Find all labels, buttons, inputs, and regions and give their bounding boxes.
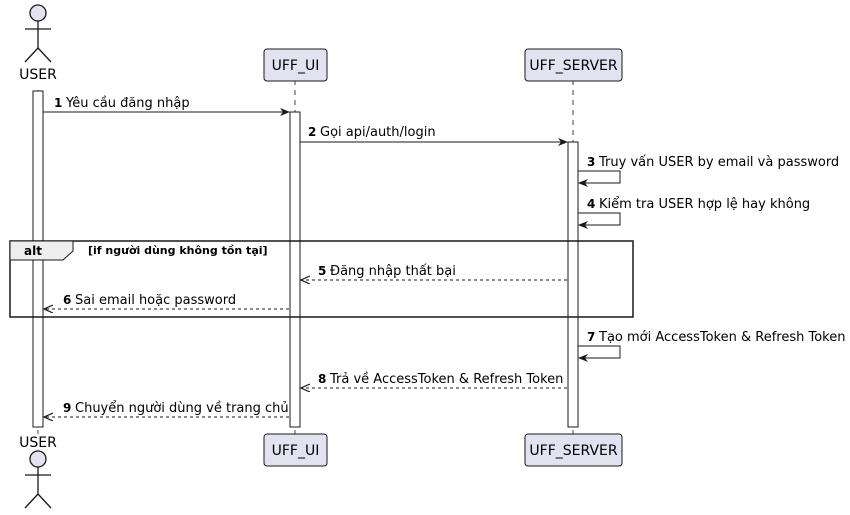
message-2-number: 2 — [308, 125, 316, 139]
message-3-label: Truy vấn USER by email và password — [598, 155, 839, 170]
participant-user-label-bottom: USER — [19, 435, 57, 451]
message-9-number: 9 — [63, 401, 71, 415]
message-7-arrow — [578, 345, 621, 362]
activation-ui — [289, 111, 301, 428]
message-3-number: 3 — [587, 155, 595, 169]
participant-ui-label-top: UFF_UI — [272, 58, 320, 74]
participant-server-box-bottom — [524, 433, 623, 467]
message-1-number: 1 — [54, 96, 62, 110]
message-4-arrow — [578, 212, 621, 229]
message-4-number: 4 — [587, 197, 595, 211]
participant-server-box-top — [524, 48, 623, 82]
alt-keyword: alt — [24, 244, 42, 258]
actor-user-bottom — [24, 450, 52, 509]
participant-server-label-bottom: UFF_SERVER — [529, 443, 617, 459]
message-7-number: 7 — [587, 330, 595, 344]
message-5-number: 5 — [318, 264, 326, 278]
participant-ui-box-top — [263, 48, 328, 82]
alt-fragment — [9, 240, 634, 318]
message-9-label: Chuyển người dùng về trang chủ — [75, 401, 289, 416]
message-5-label: Đăng nhập thất bại — [330, 264, 456, 279]
message-8-number: 8 — [318, 372, 326, 386]
message-7-label: Tạo mới AccessToken & Refresh Token — [598, 330, 845, 345]
participant-server-label-top: UFF_SERVER — [529, 58, 617, 74]
participant-user-label-top: USER — [19, 67, 57, 83]
message-1-label: Yêu cầu đăng nhập — [65, 96, 190, 111]
activation-server — [567, 141, 579, 428]
message-4-label: Kiểm tra USER hợp lệ hay không — [599, 197, 810, 212]
message-6-label: Sai email hoặc password — [75, 293, 236, 308]
message-6-number: 6 — [63, 293, 71, 307]
message-2-label: Gọi api/auth/login — [320, 125, 436, 140]
message-8-label: Trả về AccessToken & Refresh Token — [329, 372, 563, 387]
participant-ui-box-bottom — [263, 433, 328, 467]
alt-header — [9, 240, 74, 261]
actor-user-top — [24, 4, 52, 63]
participant-ui-label-bottom: UFF_UI — [272, 443, 320, 459]
message-3-arrow — [578, 170, 621, 187]
alt-condition: [if người dùng không tồn tại] — [88, 244, 268, 257]
